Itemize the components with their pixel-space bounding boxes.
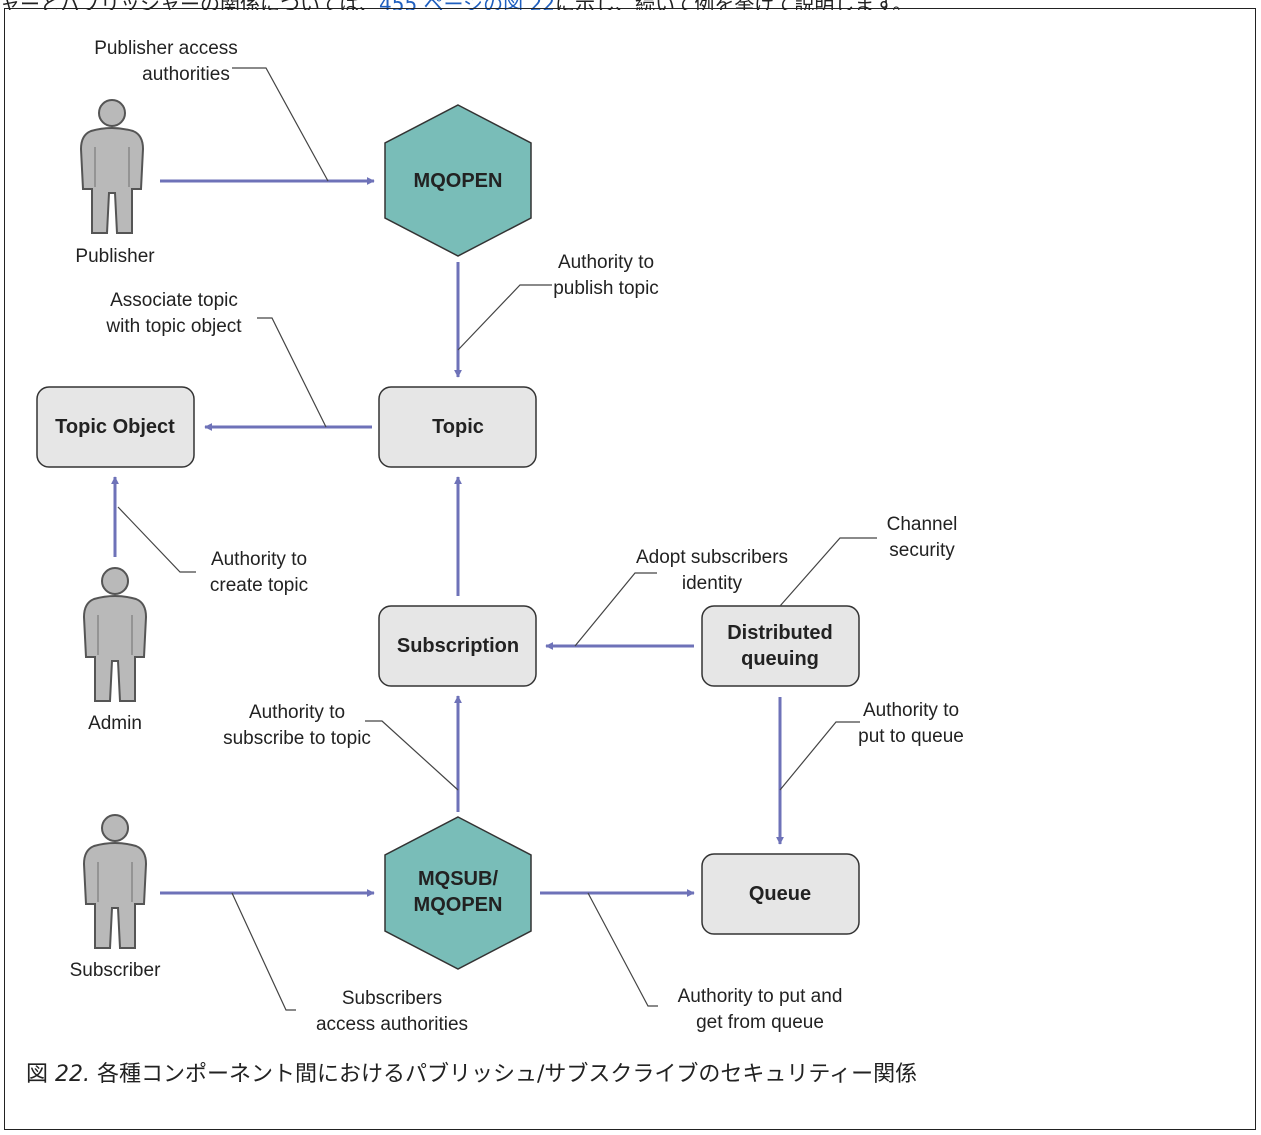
topic-node: Topic (378, 386, 537, 468)
publisher-actor: Publisher (75, 99, 155, 267)
associate-line2: with topic object (105, 316, 242, 337)
header-text-before: ャーとパブリッシャーの関係については、 (0, 0, 379, 10)
authority-put-queue-line1: Authority to (863, 700, 959, 721)
mqsub-label-line1: MQSUB/ (418, 868, 498, 890)
authority-put-get-line1: Authority to put and (678, 986, 843, 1007)
publisher-access-line2: authorities (142, 64, 230, 85)
topic-box (378, 386, 537, 468)
person-icon (83, 814, 147, 949)
authority-publish-line2: publish topic (553, 278, 659, 299)
header-text-after: に示し、続いて例を挙げて説明します。 (555, 0, 912, 10)
figure-caption: 図 22. 各種コンポーネント間におけるパブリッシュ/サブスクライブのセキュリテ… (26, 1056, 917, 1088)
annotations: Publisher access authorities Authority t… (94, 38, 964, 1035)
leader-channel-security (779, 537, 877, 607)
mqsub-label-line2: MQOPEN (414, 894, 503, 916)
subscription-node: Subscription (378, 605, 537, 687)
header-text-fragment: ャーとパブリッシャーの関係については、455 ページの図 22に示し、続いて例を… (0, 0, 1261, 10)
adopt-identity-line1: Adopt subscribers (636, 547, 788, 568)
mqsub-hexagon (384, 816, 532, 970)
figure-reference-link[interactable]: 455 ページの図 22 (379, 0, 555, 10)
topic-object-node: Topic Object (36, 386, 195, 468)
channel-security-line2: security (889, 540, 955, 561)
leader-adopt-identity (574, 572, 657, 647)
authority-subscribe-line2: subscribe to topic (223, 728, 371, 749)
distributed-label-line2: queuing (741, 648, 819, 670)
mqopen-label: MQOPEN (414, 170, 503, 192)
authority-subscribe-line1: Authority to (249, 702, 345, 723)
authority-create-line2: create topic (210, 575, 308, 596)
leader-lines (117, 67, 877, 1011)
leader-authority-publish (457, 284, 552, 351)
topic-object-box (36, 386, 195, 468)
adopt-identity-line2: identity (682, 573, 743, 594)
queue-label: Queue (749, 883, 811, 905)
leader-publisher-access (232, 67, 329, 182)
subscription-label: Subscription (397, 635, 519, 657)
associate-line1: Associate topic (110, 290, 238, 311)
subscribers-access-line2: access authorities (316, 1014, 468, 1035)
authority-create-line1: Authority to (211, 549, 307, 570)
authority-put-get-line2: get from queue (696, 1012, 824, 1033)
figure-frame (4, 8, 1256, 1130)
topic-object-label: Topic Object (55, 416, 175, 438)
frame-top-border (4, 8, 1256, 9)
mqopen-hexagon (384, 104, 532, 257)
person-icon (80, 99, 144, 234)
caption-text: 各種コンポーネント間におけるパブリッシュ/サブスクライブのセキュリティー関係 (90, 1062, 918, 1087)
leader-authority-create (117, 506, 196, 573)
publisher-label: Publisher (75, 246, 155, 267)
publisher-access-line1: Publisher access (94, 38, 238, 59)
distributed-queuing-node: Distributed queuing (701, 605, 860, 687)
leader-authority-subscribe (365, 720, 459, 791)
arrows (111, 177, 784, 897)
distributed-queuing-box (701, 605, 860, 687)
caption-label: 図 (26, 1062, 55, 1087)
admin-label: Admin (88, 713, 142, 734)
caption-number: 22. (55, 1062, 90, 1087)
subscription-box (378, 605, 537, 687)
leader-authority-put-get (587, 892, 658, 1007)
admin-actor: Admin (83, 567, 147, 734)
queue-node: Queue (701, 853, 860, 935)
authority-put-queue-line2: put to queue (858, 726, 964, 747)
queue-box (701, 853, 860, 935)
topic-label: Topic (432, 416, 484, 438)
person-icon (83, 567, 147, 702)
mqopen-node: MQOPEN (384, 104, 532, 257)
leader-associate (257, 317, 327, 428)
distributed-label-line1: Distributed (727, 622, 833, 644)
mqsub-node: MQSUB/ MQOPEN (384, 816, 532, 970)
leader-authority-put-queue (779, 721, 860, 791)
authority-publish-line1: Authority to (558, 252, 654, 273)
channel-security-line1: Channel (887, 514, 958, 535)
subscriber-actor: Subscriber (70, 814, 161, 981)
leader-subscribers-access (231, 892, 296, 1011)
subscriber-label: Subscriber (70, 960, 161, 981)
subscribers-access-line1: Subscribers (342, 988, 442, 1009)
